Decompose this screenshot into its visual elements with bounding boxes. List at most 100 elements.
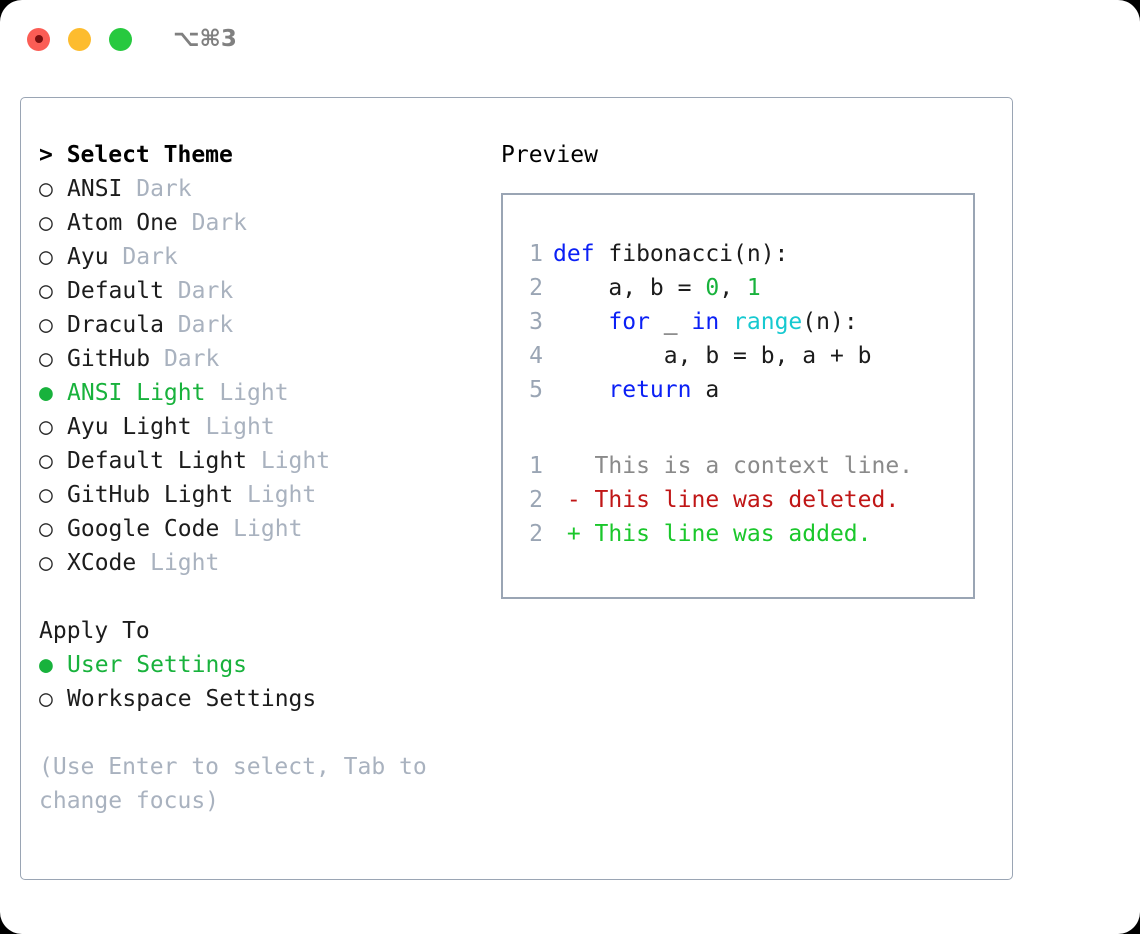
theme-option-dracula[interactable]: ○ Dracula Dark (39, 308, 479, 342)
theme-option-label: Google Code (67, 516, 220, 542)
theme-option-google-code[interactable]: ○ Google Code Light (39, 512, 479, 546)
diff-line-number: 2 (529, 487, 543, 513)
code-token-kw: for (608, 309, 650, 335)
theme-option-tag: Light (136, 550, 220, 576)
diff-line-add: 2 + This line was added. (521, 517, 973, 551)
diff-text: This line was added. (594, 521, 872, 547)
apply-option-label: Workspace Settings (67, 686, 317, 712)
theme-option-tag: Dark (108, 244, 178, 270)
theme-option-tag: Dark (163, 278, 234, 304)
apply-to-list: ●User Settings ○ Workspace Settings (39, 648, 479, 716)
radio-selected-icon: ● (39, 380, 53, 406)
theme-option-xcode[interactable]: ○ XCode Light (39, 546, 479, 580)
window-controls (27, 27, 132, 51)
code-token-kw: return (608, 377, 692, 403)
theme-option-default-light[interactable]: ○Default Light Light (39, 444, 479, 478)
radio-unselected-icon: ○ (39, 414, 53, 440)
radio-unselected-icon: ○ (39, 210, 53, 236)
theme-option-label: Dracula (67, 312, 164, 338)
titlebar: ⌥⌘3 (0, 0, 1140, 78)
theme-option-tag: Light (205, 380, 289, 406)
code-token-txt: a, b = (553, 275, 706, 301)
maximize-button[interactable] (109, 27, 132, 51)
theme-option-tag: Light (219, 516, 303, 542)
code-line-number: 1 (529, 241, 543, 267)
select-theme-header: > Select Theme (39, 142, 233, 168)
code-token-txt (719, 309, 733, 335)
theme-selector-column: > Select Theme ○ANSI Dark○Atom One Dark○… (39, 138, 479, 818)
diff-line-ctx: 1 This is a context line. (521, 449, 973, 483)
code-token-kw: in (691, 309, 720, 335)
theme-option-label: ANSI (67, 176, 123, 202)
theme-option-ayu[interactable]: ○ Ayu Dark (39, 240, 479, 274)
code-token-txt: , (719, 275, 747, 301)
code-line: 3 for _ in range(n): (521, 305, 973, 339)
radio-unselected-icon: ○ (39, 176, 53, 202)
theme-option-tag: Light (191, 414, 275, 440)
code-line: 5 return a (521, 373, 973, 407)
code-token-txt: a (691, 377, 720, 403)
close-button[interactable] (27, 27, 50, 51)
diff-line-del: 2 - This line was deleted. (521, 483, 973, 517)
window-title: ⌥⌘3 (173, 26, 237, 52)
theme-option-label: ANSI Light (67, 380, 206, 406)
main-panel: > Select Theme ○ANSI Dark○Atom One Dark○… (20, 97, 1013, 880)
diff-marker: - (553, 487, 595, 513)
theme-option-default[interactable]: ○ Default Dark (39, 274, 479, 308)
code-token-txt: (n): (802, 309, 858, 335)
diff-text: This is a context line. (594, 453, 914, 479)
code-token-num: 1 (746, 275, 761, 301)
radio-unselected-icon: ○ (39, 278, 53, 304)
radio-unselected-icon: ○ (39, 346, 53, 372)
diff-marker (553, 453, 595, 479)
theme-option-tag: Dark (122, 176, 192, 202)
theme-option-github[interactable]: ○GitHub Dark (39, 342, 479, 376)
apply-option-user-settings[interactable]: ●User Settings (39, 648, 479, 682)
keyboard-hint: (Use Enter to select, Tab to change focu… (39, 754, 427, 814)
theme-option-ansi[interactable]: ○ ANSI Dark (39, 172, 479, 206)
code-line-number: 3 (529, 309, 543, 335)
theme-option-ansi-light[interactable]: ● ANSI Light Light (39, 376, 479, 410)
radio-unselected-icon: ○ (39, 482, 53, 508)
theme-option-tag: Light (247, 448, 331, 474)
code-token-txt (553, 377, 608, 403)
code-token-kw: def (553, 241, 609, 267)
theme-option-tag: Light (233, 482, 317, 508)
list-spacer (39, 580, 479, 614)
theme-option-label: Ayu (67, 244, 109, 270)
code-line-number: 2 (529, 275, 543, 301)
theme-option-label: GitHub Light (67, 482, 234, 508)
radio-unselected-icon: ○ (39, 244, 53, 270)
radio-unselected-icon: ○ (39, 550, 53, 576)
minimize-button[interactable] (68, 27, 91, 51)
theme-option-tag: Dark (163, 312, 234, 338)
apply-to-header: Apply To (39, 618, 150, 644)
theme-option-label: Ayu Light (67, 414, 192, 440)
theme-option-label: Default (67, 278, 164, 304)
code-line-number: 5 (529, 377, 543, 403)
apply-option-workspace-settings[interactable]: ○ Workspace Settings (39, 682, 479, 716)
diff-line-number: 1 (529, 453, 543, 479)
theme-option-ayu-light[interactable]: ○ Ayu Light Light (39, 410, 479, 444)
theme-option-github-light[interactable]: ○ GitHub Light Light (39, 478, 479, 512)
diff-marker: + (553, 521, 595, 547)
code-token-txt (553, 309, 608, 335)
theme-option-label: Default Light (67, 448, 248, 474)
panel-columns: > Select Theme ○ANSI Dark○Atom One Dark○… (21, 98, 1012, 879)
theme-option-label: XCode (67, 550, 137, 576)
radio-unselected-icon: ○ (39, 686, 53, 712)
preview-label: Preview (501, 142, 598, 168)
code-diff-gap (521, 407, 973, 449)
diff-sample: 1 This is a context line.2 - This line w… (521, 449, 973, 551)
radio-selected-icon: ● (39, 652, 53, 678)
code-token-txt: _ (649, 309, 692, 335)
code-token-num: 0 (705, 275, 720, 301)
radio-unselected-icon: ○ (39, 312, 53, 338)
theme-option-atom-one[interactable]: ○Atom One Dark (39, 206, 479, 240)
radio-unselected-icon: ○ (39, 516, 53, 542)
theme-option-label: Atom One (67, 210, 178, 236)
